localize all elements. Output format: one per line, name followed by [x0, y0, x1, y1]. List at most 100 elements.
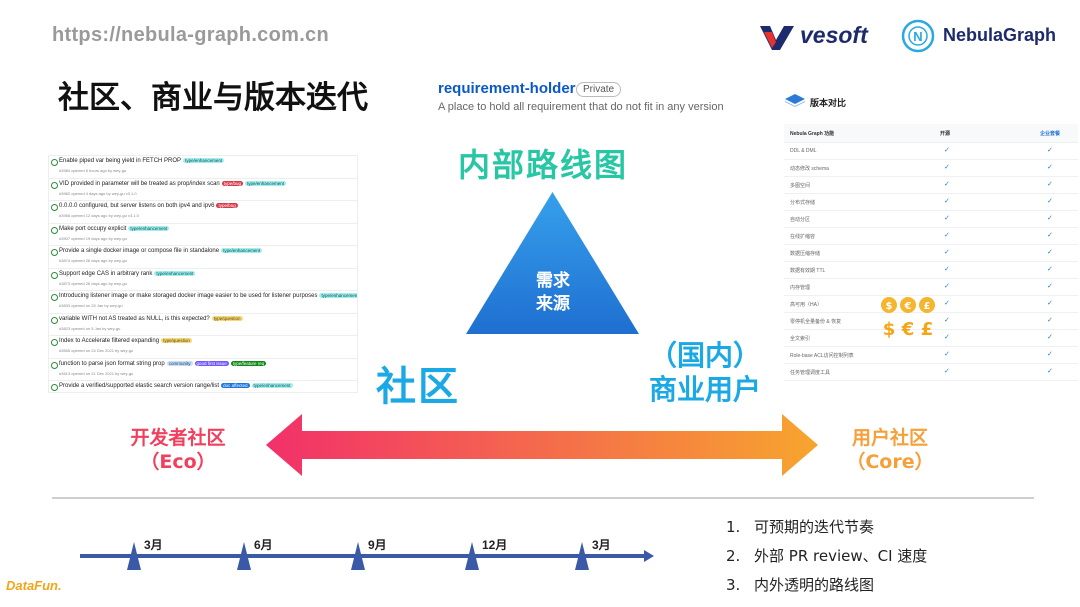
issue-meta: #3874 opened 26 days ago by wey-gu	[59, 258, 127, 263]
issue-title[interactable]: VID provided in parameter will be treate…	[59, 180, 287, 187]
business-label-line1: （国内）	[648, 339, 761, 372]
issue-row[interactable]: Introducing listener image or make stora…	[49, 291, 357, 314]
check-icon: ✓	[944, 164, 950, 171]
issue-title-text[interactable]: function to parse json format string pro…	[59, 360, 165, 367]
issue-meta: #3956 opened 12 days ago by wey-gu v3.1.…	[59, 213, 139, 218]
issue-list: Enable piped var being yield in FETCH PR…	[48, 155, 358, 393]
milestone-marker	[351, 542, 365, 570]
check-icon: ✓	[1047, 317, 1053, 324]
nebula-logo-icon: N	[901, 19, 935, 53]
triangle-label-line1: 需求	[536, 271, 570, 291]
issue-title-text[interactable]: variable WITH not AS treated as NULL, is…	[59, 315, 210, 322]
repo-name-link[interactable]: requirement-holder	[438, 80, 576, 97]
issue-label[interactable]: type/feature req	[230, 360, 267, 366]
feature-name: 在线扩缩容	[790, 234, 816, 240]
key-point-number: 2.	[726, 547, 741, 565]
issue-title-text[interactable]: VID provided in parameter will be treate…	[59, 180, 220, 187]
issue-title[interactable]: Provide a single docker image or compose…	[59, 248, 263, 254]
issue-title[interactable]: function to parse json format string pro…	[59, 360, 267, 367]
issue-label[interactable]: type/question	[211, 315, 243, 321]
double-arrow-icon	[266, 414, 818, 476]
issue-title-text[interactable]: Enable piped var being yield in FETCH PR…	[59, 158, 182, 164]
issue-label[interactable]: type/bug	[221, 180, 244, 186]
triangle-label-line2: 来源	[536, 294, 570, 314]
issue-title[interactable]: 0.0.0.0 configured, but server listens o…	[59, 203, 238, 209]
issue-label[interactable]: type/enhancement	[221, 248, 263, 253]
comparison-row: 内存管理✓✓	[784, 278, 1078, 296]
issue-title[interactable]: Introducing listener image or make stora…	[59, 293, 357, 299]
milestone-month-label: 3月	[144, 538, 163, 552]
issue-label[interactable]: good first issue	[194, 360, 229, 366]
check-icon: ✓	[1047, 147, 1053, 154]
issue-meta: #3555 opened on 24 Dec 2021 by wey-gu	[59, 348, 134, 353]
issue-label[interactable]: type/enhancement	[319, 293, 357, 298]
issue-row[interactable]: Provide a single docker image or compose…	[49, 246, 357, 269]
key-point-text: 内外透明的路线图	[754, 576, 875, 594]
issue-title-text[interactable]: Provide a verified/supported elastic sea…	[59, 383, 220, 389]
svg-text:€: €	[904, 301, 912, 312]
issue-label[interactable]: doc affected	[221, 383, 250, 388]
milestone-month-label: 6月	[254, 538, 273, 552]
check-icon: ✓	[1047, 283, 1053, 290]
vesoft-logo-icon	[760, 26, 794, 50]
issue-label[interactable]: type/enhancement	[128, 225, 170, 231]
issue-label[interactable]: type/enhancement	[154, 270, 196, 276]
issue-title-text[interactable]: Index to Accelerate filtered expanding	[59, 338, 160, 344]
open-issue-icon	[51, 339, 58, 346]
issue-title-text[interactable]: 0.0.0.0 configured, but server listens o…	[59, 203, 215, 209]
open-issue-icon	[51, 384, 58, 391]
comparison-row: 数据压缩存储✓✓	[784, 244, 1078, 262]
check-icon: ✓	[944, 283, 950, 290]
check-icon: ✓	[1047, 300, 1053, 307]
check-icon: ✓	[944, 147, 950, 154]
issue-label[interactable]: type/enhancement	[183, 158, 225, 163]
issue-title-text[interactable]: Make port occupy explicit	[59, 225, 127, 232]
svg-text:£: £	[924, 301, 931, 312]
issue-title-text[interactable]: Support edge CAS in arbitrary rank	[59, 270, 153, 277]
issue-row[interactable]: VID provided in parameter will be treate…	[49, 179, 357, 201]
comparison-row: 在线扩缩容✓✓	[784, 227, 1078, 245]
svg-text:$: $	[883, 319, 896, 339]
issue-title-text[interactable]: Introducing listener image or make stora…	[59, 293, 318, 299]
open-issue-icon	[51, 271, 58, 279]
user-community-sublabel: （Core）	[846, 451, 934, 473]
issue-title[interactable]: Provide a verified/supported elastic sea…	[59, 383, 293, 389]
feature-name: Role-base ACL访问控制列表	[790, 353, 854, 359]
issue-meta: #3984 opened 6 hours ago by wey-gu	[59, 168, 127, 173]
issue-label[interactable]: type/enhancement	[251, 383, 293, 388]
comparison-row: Role-base ACL访问控制列表✓✓	[784, 346, 1078, 364]
issue-row[interactable]: variable WITH not AS treated as NULL, is…	[49, 314, 357, 336]
issue-title[interactable]: Enable piped var being yield in FETCH PR…	[59, 158, 225, 164]
issue-label[interactable]: type/question	[161, 338, 192, 343]
feature-name: DDL & DML	[790, 148, 817, 154]
issue-title[interactable]: variable WITH not AS treated as NULL, is…	[59, 315, 243, 322]
issue-row[interactable]: function to parse json format string pro…	[49, 359, 357, 381]
key-point-number: 3.	[726, 576, 741, 594]
milestone-marker	[575, 542, 589, 570]
feature-name: 零停机全量备份 & 恢复	[790, 319, 842, 325]
issue-label[interactable]: type/bug	[216, 203, 238, 208]
repo-visibility-badge: Private	[576, 82, 622, 97]
nebula-logo-text: NebulaGraph	[943, 25, 1057, 45]
key-point-item: 3. 内外透明的路线图	[726, 574, 874, 595]
check-icon: ✓	[944, 215, 950, 222]
column-header-open-source: 开源	[940, 131, 951, 137]
issue-title-text[interactable]: Provide a single docker image or compose…	[59, 248, 220, 254]
issue-row[interactable]: 0.0.0.0 configured, but server listens o…	[49, 201, 357, 224]
issue-label[interactable]: type/enhancement	[245, 180, 287, 186]
issue-row[interactable]: Provide a verified/supported elastic sea…	[49, 381, 357, 392]
issue-row[interactable]: Enable piped var being yield in FETCH PR…	[49, 156, 357, 179]
comparison-row: 全文索引✓✓	[784, 329, 1078, 347]
check-icon: ✓	[1047, 334, 1053, 341]
issue-label[interactable]: community	[166, 360, 193, 366]
open-issue-icon	[51, 159, 58, 166]
check-icon: ✓	[1047, 198, 1053, 205]
check-icon: ✓	[1047, 164, 1053, 171]
key-point-number: 1.	[726, 518, 741, 536]
